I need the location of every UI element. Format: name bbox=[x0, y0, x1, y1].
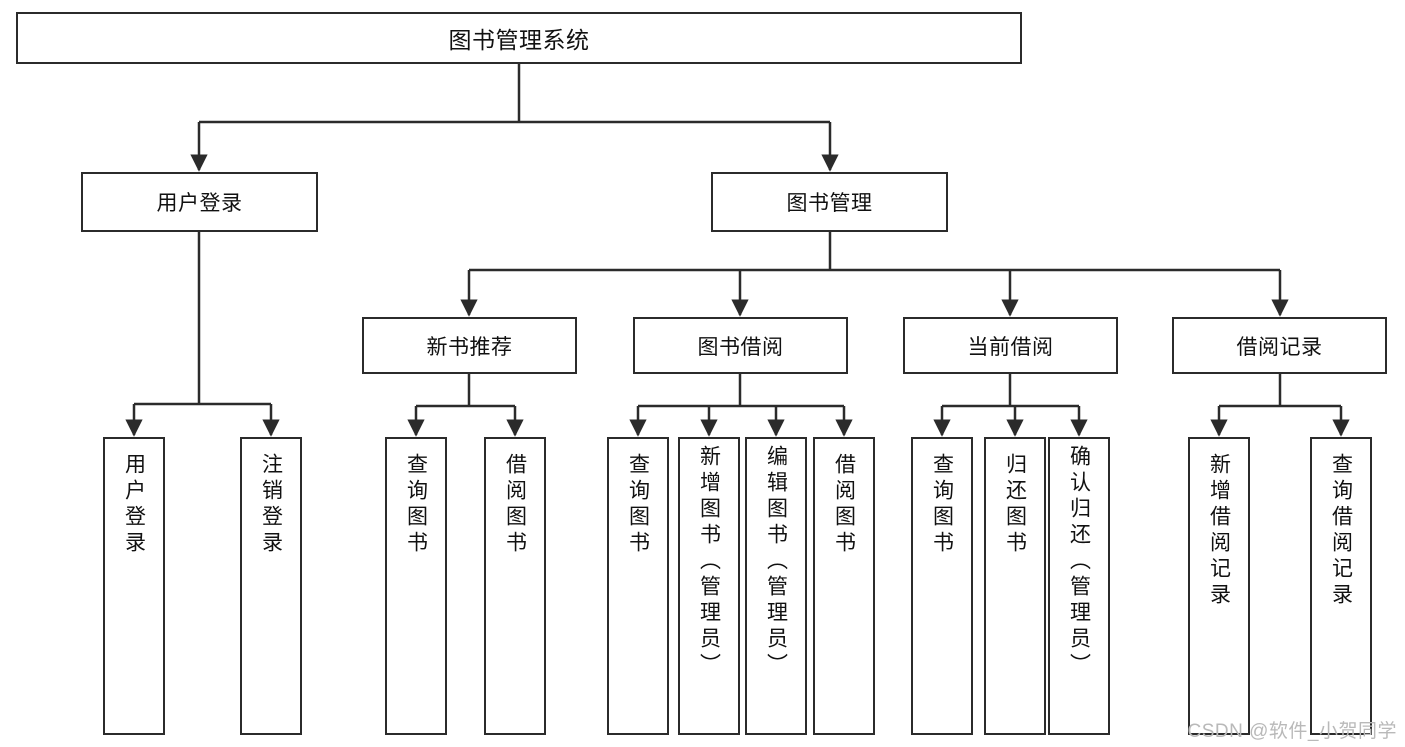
node-leaf-add-record-label: 新增借阅记录 bbox=[1207, 453, 1231, 609]
node-root-label: 图书管理系统 bbox=[448, 27, 590, 53]
node-leaf-user-login[interactable]: 用户登录 bbox=[103, 437, 165, 735]
node-leaf-query-record[interactable]: 查询借阅记录 bbox=[1310, 437, 1372, 735]
node-current-borrow-label: 当前借阅 bbox=[967, 335, 1054, 359]
node-leaf-confirm-return[interactable]: 确认归还（管理员） bbox=[1048, 437, 1110, 735]
node-book-manage[interactable]: 图书管理 bbox=[711, 172, 948, 232]
node-leaf-query-book-rec[interactable]: 查询图书 bbox=[385, 437, 447, 735]
node-leaf-borrow-book-br[interactable]: 借阅图书 bbox=[813, 437, 875, 735]
node-current-borrow[interactable]: 当前借阅 bbox=[903, 317, 1118, 374]
node-leaf-query-record-label: 查询借阅记录 bbox=[1329, 453, 1353, 609]
node-leaf-edit-book-admin-label: 编辑图书（管理员） bbox=[764, 445, 788, 679]
node-leaf-borrow-book-rec-label: 借阅图书 bbox=[503, 453, 527, 557]
node-leaf-confirm-return-label: 确认归还（管理员） bbox=[1067, 445, 1091, 679]
node-leaf-query-book-rec-label: 查询图书 bbox=[404, 453, 428, 557]
node-leaf-borrow-book-rec[interactable]: 借阅图书 bbox=[484, 437, 546, 735]
node-root[interactable]: 图书管理系统 bbox=[16, 12, 1022, 64]
node-leaf-edit-book-admin[interactable]: 编辑图书（管理员） bbox=[745, 437, 807, 735]
node-book-manage-label: 图书管理 bbox=[786, 192, 873, 215]
node-user-login-label: 用户登录 bbox=[156, 192, 243, 215]
node-borrow-record[interactable]: 借阅记录 bbox=[1172, 317, 1387, 374]
node-leaf-query-book-cb[interactable]: 查询图书 bbox=[911, 437, 973, 735]
node-leaf-user-logout[interactable]: 注销登录 bbox=[240, 437, 302, 735]
node-book-borrow[interactable]: 图书借阅 bbox=[633, 317, 848, 374]
node-leaf-user-logout-label: 注销登录 bbox=[259, 453, 283, 557]
node-leaf-query-book-br-label: 查询图书 bbox=[626, 453, 650, 557]
node-leaf-query-book-br[interactable]: 查询图书 bbox=[607, 437, 669, 735]
csdn-watermark: CSDN @软件_小贺同学 bbox=[1187, 721, 1397, 742]
node-new-book-recommend-label: 新书推荐 bbox=[426, 335, 513, 359]
node-leaf-borrow-book-br-label: 借阅图书 bbox=[832, 453, 856, 557]
node-leaf-return-book-label: 归还图书 bbox=[1003, 453, 1027, 557]
node-leaf-add-record[interactable]: 新增借阅记录 bbox=[1188, 437, 1250, 735]
node-leaf-return-book[interactable]: 归还图书 bbox=[984, 437, 1046, 735]
node-leaf-query-book-cb-label: 查询图书 bbox=[930, 453, 954, 557]
node-user-login[interactable]: 用户登录 bbox=[81, 172, 318, 232]
node-book-borrow-label: 图书借阅 bbox=[697, 335, 784, 359]
node-leaf-add-book-admin-label: 新增图书（管理员） bbox=[697, 445, 721, 679]
node-leaf-user-login-label: 用户登录 bbox=[122, 453, 146, 557]
node-leaf-add-book-admin[interactable]: 新增图书（管理员） bbox=[678, 437, 740, 735]
node-new-book-recommend[interactable]: 新书推荐 bbox=[362, 317, 577, 374]
node-borrow-record-label: 借阅记录 bbox=[1236, 335, 1323, 359]
